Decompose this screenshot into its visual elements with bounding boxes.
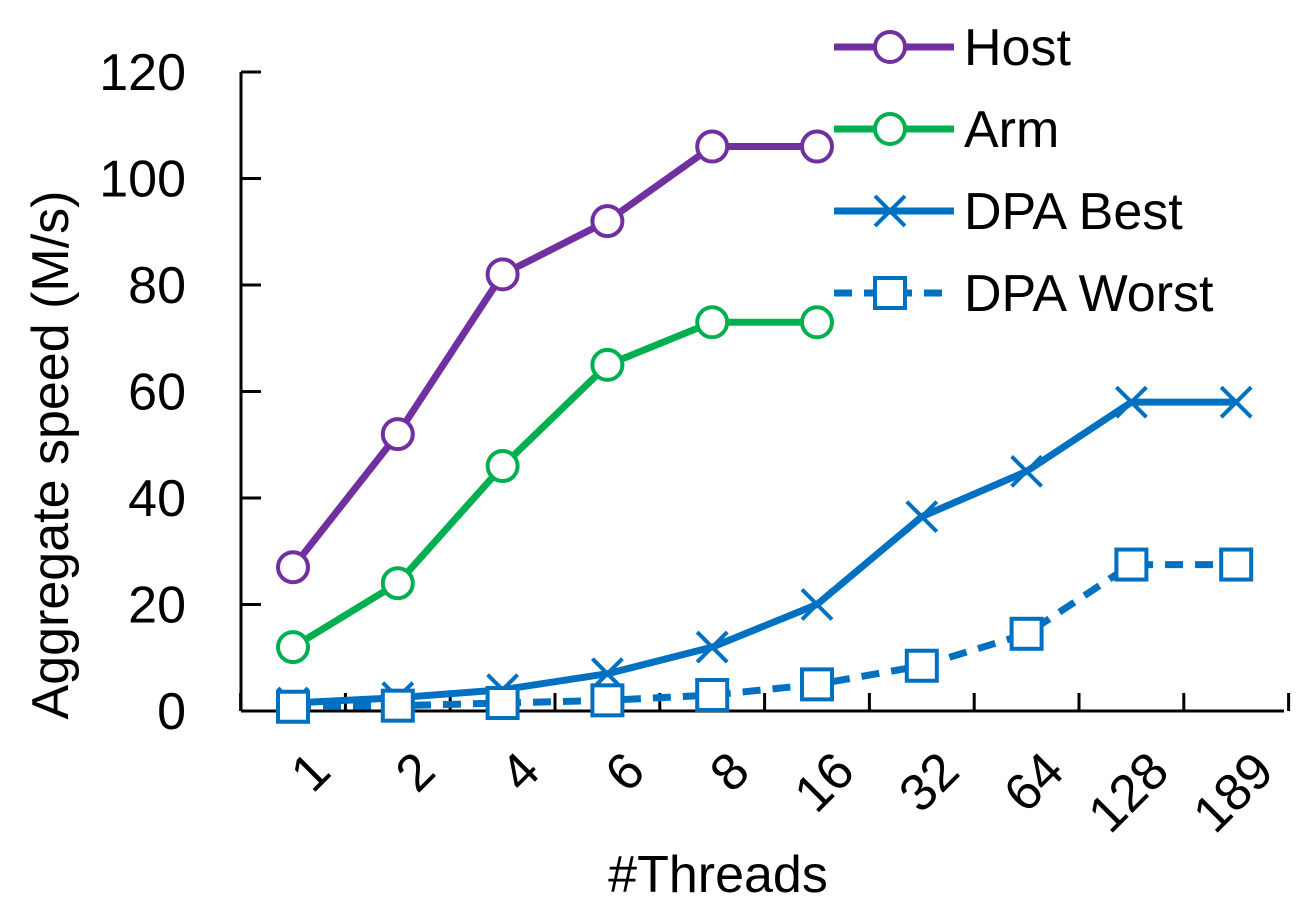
data-point-host: [800, 129, 834, 164]
data-point-dpa-worst: [904, 648, 939, 683]
data-point-host: [276, 550, 310, 585]
legend-item-dpa-worst: DPA Worst: [834, 265, 1214, 323]
x-tick-label: 6: [594, 741, 655, 802]
series-line-arm: [291, 318, 817, 651]
x-tick-label: 16: [784, 741, 866, 823]
x-tick-label: 8: [699, 741, 760, 802]
x-axis-label: #Threads: [608, 846, 828, 904]
y-tick-label: 120: [99, 44, 186, 102]
legend-item-arm: Arm: [834, 101, 1059, 159]
data-point-dpa-best: [695, 630, 729, 664]
data-point-dpa-worst: [1219, 547, 1254, 582]
legend-marker: [873, 276, 907, 310]
data-point-arm: [276, 630, 310, 665]
y-axis-label: Aggregate speed (M/s): [22, 191, 80, 720]
data-point-dpa-best: [905, 500, 939, 534]
data-point-dpa-worst: [1009, 616, 1044, 651]
data-point-arm: [590, 347, 625, 382]
data-point-dpa-worst: [485, 686, 520, 721]
data-point-dpa-worst: [695, 678, 730, 713]
x-tick-label: 1: [280, 741, 341, 802]
data-point-dpa-worst: [800, 667, 834, 702]
x-tick-label: 32: [888, 741, 970, 823]
x-tick-label: 2: [385, 741, 446, 802]
x-tick-label: 189: [1182, 741, 1284, 843]
legend-marker: [873, 30, 907, 64]
y-tick-label: 0: [157, 683, 186, 741]
legend-item-dpa-best: DPA Best: [834, 183, 1183, 241]
x-tick-label: 64: [993, 741, 1075, 823]
data-point-dpa-worst: [276, 689, 310, 724]
legend-marker: [873, 112, 907, 146]
series-dpa-worst: [276, 547, 1254, 724]
data-point-dpa-best: [800, 588, 834, 621]
legend-label: Host: [964, 19, 1071, 77]
legend-item-host: Host: [834, 19, 1071, 77]
data-point-host: [590, 204, 625, 239]
legend-marker: [873, 194, 907, 228]
data-point-arm: [800, 305, 834, 340]
y-tick-label: 60: [128, 364, 186, 422]
legend-label: DPA Best: [964, 183, 1183, 241]
data-point-host: [485, 257, 520, 292]
series-line-dpa-best: [292, 398, 1237, 707]
y-tick-label: 80: [128, 257, 186, 315]
data-point-dpa-worst: [590, 683, 625, 718]
data-point-arm: [380, 566, 415, 601]
series-group: [276, 129, 1254, 724]
legend-label: DPA Worst: [964, 265, 1214, 323]
data-point-arm: [695, 305, 730, 340]
data-point-dpa-worst: [380, 688, 415, 723]
series-line-host: [290, 143, 817, 570]
series-arm: [276, 305, 834, 665]
x-tick-label: 128: [1078, 741, 1180, 843]
data-point-host: [380, 417, 415, 452]
legend-label: Arm: [964, 101, 1059, 159]
series-line-dpa-worst: [292, 561, 1237, 711]
y-tick-label: 100: [99, 151, 186, 209]
data-point-dpa-worst: [1114, 547, 1149, 582]
y-tick-label: 20: [128, 577, 186, 635]
data-point-arm: [485, 449, 520, 484]
data-point-dpa-best: [1114, 385, 1148, 419]
y-tick-labels: 0 20 40 60 80 100 120: [99, 44, 186, 741]
series-host: [276, 129, 834, 585]
x-tick-label: 4: [490, 741, 551, 802]
y-tick-label: 40: [128, 470, 186, 528]
data-point-dpa-best: [1219, 385, 1253, 419]
data-point-host: [695, 129, 730, 164]
axes: [239, 70, 1291, 713]
data-point-dpa-best: [1010, 454, 1044, 488]
